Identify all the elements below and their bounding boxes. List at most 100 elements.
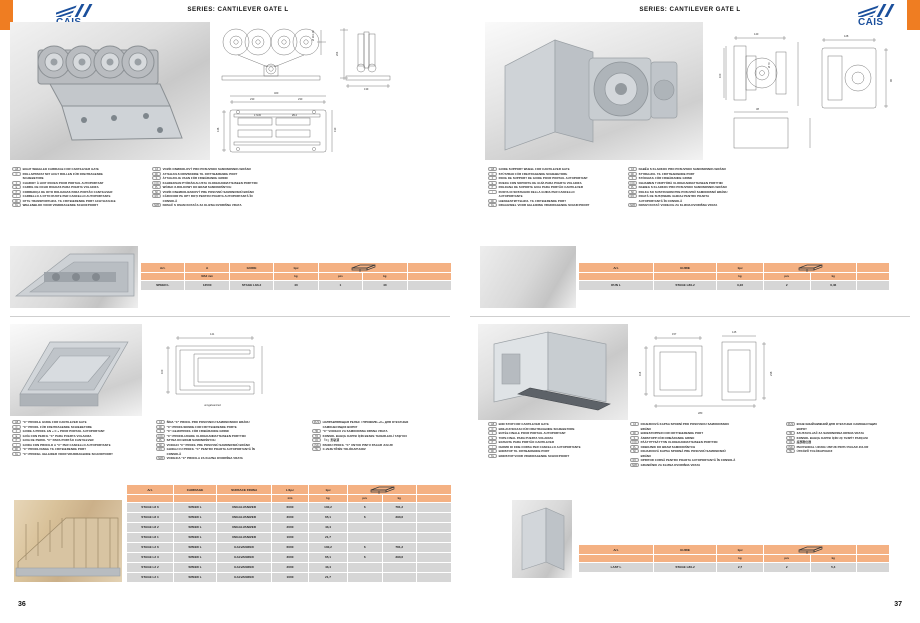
lang-text: PÄÄTYPYSÄYTTIN ULOKEKANNATTEISEEN PORTTI… bbox=[640, 440, 718, 444]
photo-carriage-mounted bbox=[10, 246, 138, 308]
table-cell: STAGE L2 3 bbox=[126, 551, 174, 563]
lang-code: E bbox=[488, 180, 497, 185]
table-cell: 5,4 bbox=[809, 561, 857, 573]
sub-guide-2 bbox=[653, 272, 717, 281]
sub-pcs: pcs bbox=[317, 272, 364, 281]
lang-text: CĂRUCIOR PE OPT ROȚI PENTRU POARTA AUTOP… bbox=[162, 194, 253, 198]
table-cell: SPEED L bbox=[173, 531, 217, 543]
lang-code: S bbox=[630, 435, 639, 440]
table-cell: STAGE L2 2 bbox=[126, 561, 174, 573]
svg-text:145: 145 bbox=[732, 330, 737, 334]
lang-text: STÖDHJUL FÖR FRIBÄRANDE GRIND bbox=[638, 176, 692, 180]
lang-text: NABĚH S KLADKOU PRO POSUVNOU SAMONOSNOU … bbox=[638, 167, 726, 171]
lang-code: DK bbox=[488, 449, 497, 454]
lang-code: HU bbox=[786, 449, 795, 454]
table-cell: GALVANIZED bbox=[216, 551, 272, 563]
spec-table-header-row: Art. A GUIDE 1pc bbox=[139, 262, 453, 273]
lang-row: ВОРОТ bbox=[786, 427, 914, 431]
lang-text: NOSIVI KOTAČ VODILICE ZA KLIZNA DVORIŠNA… bbox=[638, 203, 718, 207]
col-spacer-2 bbox=[416, 484, 452, 495]
lang-text: GUIDE A PROFIL EN « C » POUR PORTAIL AUT… bbox=[22, 429, 105, 433]
table-cell: 3000 bbox=[271, 551, 309, 563]
lang-text: STYREHJUL TIL FRITTBÆRENDE PORT bbox=[638, 171, 695, 176]
svg-text:130: 130 bbox=[333, 127, 337, 132]
lang-text: GUIDA CON PROFILO A "C" PER CANCELLO AUT… bbox=[22, 442, 111, 447]
lang-text: NABIEG S KLADKOU PRO POSUVNOU SAMONOSNOU… bbox=[638, 185, 727, 189]
sub-carriage bbox=[173, 494, 217, 503]
lang-code: E bbox=[12, 433, 21, 438]
drawing-support-wheel-dimensions: 140 100 Ø 70 128 96 38 bbox=[710, 22, 906, 160]
lang-text-continuation: САМОНЕСУЩИХ ВОРОТ bbox=[322, 424, 358, 429]
lang-code: DK bbox=[12, 447, 21, 452]
lang-text: CARRELLO A OTTO RUOTE PER CANCELLO AUTOP… bbox=[22, 194, 111, 198]
lang-row: DK"C"-PROFILSKINNE FOR FRITTBÆRENDE PORT… bbox=[156, 424, 308, 429]
col-spacer bbox=[406, 262, 453, 273]
table-cell: 65,1 bbox=[308, 551, 348, 563]
svg-text:230: 230 bbox=[298, 97, 303, 101]
svg-text:238: 238 bbox=[769, 371, 773, 376]
lang-text: HÆNGESTØTTEHJUL TIL FRITBÆRENDE PORT bbox=[498, 198, 567, 203]
table-cell: 40 bbox=[362, 279, 408, 291]
table-cell: STAGE L8 6 bbox=[126, 501, 174, 513]
table-cell: 1000 bbox=[271, 571, 309, 583]
table-cell-spacer bbox=[406, 279, 453, 291]
table-cell: UNGALVANIZED bbox=[216, 501, 272, 513]
lang-text: VODIACI "C" PROFIL PRE POSUVNÚ SAMONOSNÚ… bbox=[166, 442, 251, 447]
lang-code: RO bbox=[628, 194, 637, 199]
lang-text: END STOP FOR CANTILEVER GATE bbox=[498, 422, 549, 426]
lang-code: NL bbox=[488, 203, 497, 208]
lang-text: "C"-GEJDPROFIL FÖR FRIBÄRANDE GRIND bbox=[166, 429, 229, 433]
table-cell: 21,7 bbox=[308, 531, 348, 543]
lang-text: GHIDAJ CU PROFIL "C" PENTRU POARTA AUTOP… bbox=[166, 447, 255, 451]
table-cell: UNGALVANIZED bbox=[216, 521, 272, 533]
table-cell bbox=[381, 521, 417, 533]
spec-table-subheader-row: MAX mm kg pcs kg bbox=[139, 272, 453, 281]
svg-text:Ø 70: Ø 70 bbox=[767, 62, 771, 68]
lang-code: I bbox=[12, 442, 21, 447]
lang-text: ZAUSTAVLJAČ ZA SAMONOSNA DRSNA VRATA bbox=[796, 431, 865, 435]
lang-text: BUTÉE FINALE POUR PORTAIL AUTOPORTANT bbox=[498, 431, 566, 435]
table-cell: 130,2 bbox=[308, 501, 348, 513]
col-l-per-pc: L/1pc bbox=[271, 484, 309, 495]
sub-art-3 bbox=[578, 272, 654, 281]
table-cell: 65,1 bbox=[308, 511, 348, 523]
table-cell bbox=[381, 561, 417, 573]
table-cell: 2 bbox=[763, 561, 811, 573]
table-cell: 40 bbox=[273, 279, 319, 291]
table-cell-spacer bbox=[416, 531, 452, 543]
lang-code: CZ bbox=[628, 167, 637, 172]
lang-code: SRB bbox=[630, 462, 639, 467]
lang-text: CHARIOT À HUIT ROUES POUR PORTAIL AUTOPO… bbox=[22, 180, 104, 185]
lang-code: I bbox=[12, 194, 21, 199]
svg-text:230: 230 bbox=[250, 97, 255, 101]
lang-text: C-VEZETŐSÍN TOLÓKAPUHOZ bbox=[322, 447, 366, 451]
lang-code: F bbox=[12, 180, 21, 185]
table-cell: 6000 bbox=[271, 501, 309, 513]
lang-code: F bbox=[488, 431, 497, 436]
lang-code: I bbox=[488, 189, 497, 194]
lang-code: RUS bbox=[312, 420, 321, 425]
table-cell: SPEED L bbox=[173, 501, 217, 513]
table-cell: 2000 bbox=[271, 521, 309, 533]
table-cell bbox=[381, 571, 417, 583]
table-cell: SPEED L bbox=[139, 279, 186, 291]
lang-text: KAHDEKSAN PYÖRÄN ALUSTA ULOKEKANNATTEISE… bbox=[162, 180, 258, 185]
section-divider-left bbox=[10, 316, 450, 317]
table-cell-spacer bbox=[416, 541, 452, 553]
svg-text:140: 140 bbox=[754, 32, 759, 36]
lang-text: "C"-PROFIILIJOHDE ULOKEKANNATTEISEEN POR… bbox=[166, 433, 246, 438]
